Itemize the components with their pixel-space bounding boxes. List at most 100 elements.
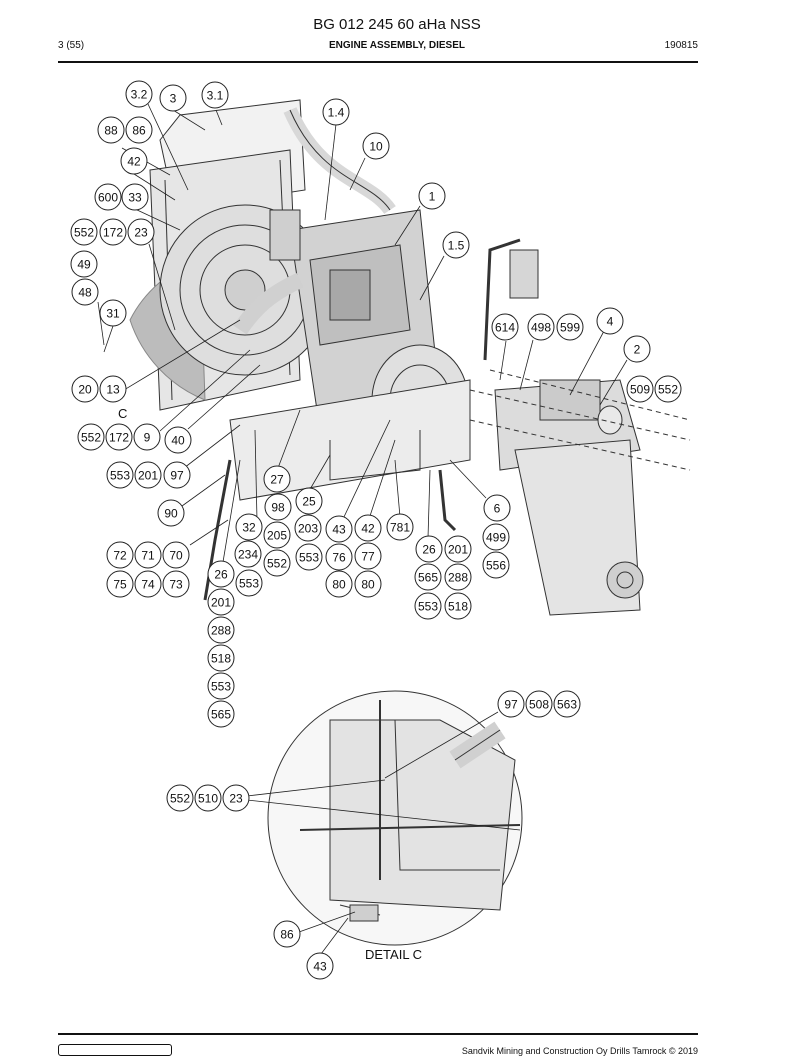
callout-number: 42 <box>361 522 375 536</box>
callout-number: 4 <box>607 315 614 329</box>
callout-number: 201 <box>448 543 468 557</box>
section-title: ENGINE ASSEMBLY, DIESEL <box>329 40 465 51</box>
callout-balloon: 1.5 <box>442 231 470 259</box>
callout-number: 10 <box>369 140 383 154</box>
callout-balloon: 201 <box>134 461 162 489</box>
callout-number: 510 <box>198 792 218 806</box>
callout-number: 234 <box>238 548 258 562</box>
callout-number: 97 <box>504 698 518 712</box>
callout-balloon: 70 <box>162 541 190 569</box>
callout-number: 40 <box>171 434 185 448</box>
callout-number: 553 <box>110 469 130 483</box>
callout-balloon: 614 <box>491 313 519 341</box>
callout-number: 80 <box>332 578 346 592</box>
callout-balloon: 73 <box>162 570 190 598</box>
callout-number: 565 <box>211 708 231 722</box>
callout-number: 71 <box>141 549 155 563</box>
callout-balloon: 72 <box>106 541 134 569</box>
callout-number: 77 <box>361 550 375 564</box>
callout-balloon: 552 <box>263 549 291 577</box>
callout-balloon: 499 <box>482 523 510 551</box>
callout-balloon: 556 <box>482 551 510 579</box>
callout-number: 556 <box>486 559 506 573</box>
callout-number: 552 <box>658 383 678 397</box>
callout-number: 98 <box>271 501 285 515</box>
callout-balloon: 26 <box>415 535 443 563</box>
callout-number: 552 <box>170 792 190 806</box>
callout-balloon: 510 <box>194 784 222 812</box>
callout-number: 288 <box>211 624 231 638</box>
detail-c-caption: DETAIL C <box>365 947 422 962</box>
callout-balloon: 509 <box>626 375 654 403</box>
callout-balloon: 71 <box>134 541 162 569</box>
callout-number: 74 <box>141 578 155 592</box>
callout-number: 42 <box>127 155 141 169</box>
callout-number: 80 <box>361 578 375 592</box>
callout-balloon: 48 <box>71 278 99 306</box>
callout-number: 48 <box>78 286 92 300</box>
callout-balloon: 90 <box>157 499 185 527</box>
callout-balloon: 9 <box>133 423 161 451</box>
callout-balloon: 1.4 <box>322 98 350 126</box>
callout-balloon: 4 <box>596 307 624 335</box>
callout-balloon: 3 <box>159 84 187 112</box>
callout-number: 70 <box>169 549 183 563</box>
callout-balloon: 565 <box>207 700 235 728</box>
callout-number: 518 <box>211 652 231 666</box>
copyright-text: Sandvik Mining and Construction Oy Drill… <box>461 1046 698 1056</box>
callout-balloon: 552 <box>654 375 682 403</box>
sandvik-logo <box>58 1044 172 1056</box>
header-rule <box>58 61 698 63</box>
callout-number: 86 <box>132 124 146 138</box>
callout-number: 31 <box>106 307 120 321</box>
callout-balloon: 86 <box>273 920 301 948</box>
callout-number: 553 <box>299 551 319 565</box>
callout-balloon: 288 <box>207 616 235 644</box>
callout-number: 13 <box>106 383 120 397</box>
callout-balloon: 6 <box>483 494 511 522</box>
callout-number: 1.5 <box>448 239 465 253</box>
callout-balloon: 74 <box>134 570 162 598</box>
callout-balloon: 31 <box>99 299 127 327</box>
callout-number: 3.1 <box>207 89 224 103</box>
callout-balloon: 201 <box>207 588 235 616</box>
callout-balloon: 88 <box>97 116 125 144</box>
callout-number: 499 <box>486 531 506 545</box>
callout-balloon: 172 <box>105 423 133 451</box>
callout-balloon: 20 <box>71 375 99 403</box>
callout-number: 3.2 <box>131 88 148 102</box>
callout-balloon: 25 <box>295 487 323 515</box>
callout-balloon: 97 <box>163 461 191 489</box>
callout-balloon: 23 <box>127 218 155 246</box>
callout-balloon: 98 <box>264 493 292 521</box>
callout-balloon: 781 <box>386 513 414 541</box>
callout-number: 9 <box>144 431 151 445</box>
callout-number: 553 <box>239 577 259 591</box>
callout-balloon: 203 <box>294 514 322 542</box>
callout-balloon: 32 <box>235 513 263 541</box>
callout-number: 75 <box>113 578 127 592</box>
callout-balloon: 80 <box>354 570 382 598</box>
callout-balloon: 552 <box>77 423 105 451</box>
callout-balloon: 565 <box>414 563 442 591</box>
callout-number: 553 <box>211 680 231 694</box>
callout-number: 563 <box>557 698 577 712</box>
callout-number: 1.4 <box>328 106 345 120</box>
callout-number: 552 <box>74 226 94 240</box>
callout-balloon: 86 <box>125 116 153 144</box>
callout-balloon: 552 <box>166 784 194 812</box>
callout-number: 552 <box>81 431 101 445</box>
callout-number: 23 <box>229 792 243 806</box>
callout-balloon: 201 <box>444 535 472 563</box>
callout-balloon: 288 <box>444 563 472 591</box>
callout-number: 26 <box>422 543 436 557</box>
callout-balloon: 2 <box>623 335 651 363</box>
footer-rule <box>58 1033 698 1035</box>
callout-balloon: 75 <box>106 570 134 598</box>
callout-number: 205 <box>267 529 287 543</box>
callout-balloon: 10 <box>362 132 390 160</box>
callout-balloon: 563 <box>553 690 581 718</box>
exploded-view <box>129 99 691 616</box>
callout-balloon: 76 <box>325 543 353 571</box>
